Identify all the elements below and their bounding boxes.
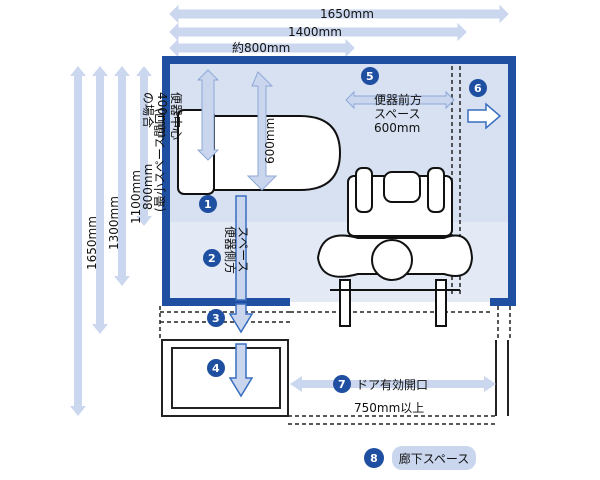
dim-800-min: 800mm xyxy=(141,164,155,210)
legend-corridor: 廊下スペース xyxy=(392,446,476,470)
svg-text:5: 5 xyxy=(366,70,374,83)
label-door-min: 750mm以上 xyxy=(354,401,424,415)
dim-center-400: 便器中心400mmの場合 xyxy=(141,92,184,140)
left-dimension-lines xyxy=(70,66,152,416)
badge-7 xyxy=(333,375,351,393)
label-side-space: 便器側方スペース xyxy=(223,226,250,274)
dim-1650-top: 1650mm xyxy=(320,7,374,21)
badge-5 xyxy=(361,67,379,85)
side-space-arrows xyxy=(228,195,254,398)
wheelchair xyxy=(316,167,474,327)
svg-text:7: 7 xyxy=(338,378,346,391)
badge-2 xyxy=(203,249,221,267)
walls xyxy=(162,56,516,306)
badge-4 xyxy=(207,359,225,377)
badge-6 xyxy=(469,79,487,97)
label-front-space-1: 便器前方 xyxy=(374,92,422,107)
label-door-opening: ドア有効開口 xyxy=(356,377,428,392)
label-front-space-3: 600mm xyxy=(374,121,420,135)
top-dimension-lines xyxy=(169,4,509,58)
badge-3 xyxy=(207,309,225,327)
dim-800-top: 約800mm xyxy=(232,40,290,55)
dim-800-min-note: (最小スペース間口) xyxy=(153,108,167,212)
svg-text:1: 1 xyxy=(204,198,212,211)
badge-1 xyxy=(199,195,217,213)
dim-1300-left: 1300mm xyxy=(107,196,121,250)
dim-1400-top: 1400mm xyxy=(288,25,342,39)
svg-text:2: 2 xyxy=(208,252,216,265)
dim-1100-left: 1100mm xyxy=(129,170,143,224)
number-badges: 1 2 3 4 5 6 7 xyxy=(199,67,487,393)
label-front-space-2: スペース xyxy=(374,107,421,121)
front-space-arrows xyxy=(345,90,455,110)
dim-1650-left: 1650mm xyxy=(85,216,99,270)
corridor-walls xyxy=(161,339,509,417)
dim-600-toilet: 600mm xyxy=(263,118,277,164)
svg-text:3: 3 xyxy=(212,312,220,325)
center-400-arrow xyxy=(196,69,220,161)
svg-text:6: 6 xyxy=(474,82,482,95)
exit-arrow xyxy=(467,102,502,130)
svg-text:4: 4 xyxy=(212,362,220,375)
badge-8: 8 xyxy=(364,448,384,468)
door-opening-dashes xyxy=(288,415,496,425)
toilet-600-arrow xyxy=(246,71,278,191)
